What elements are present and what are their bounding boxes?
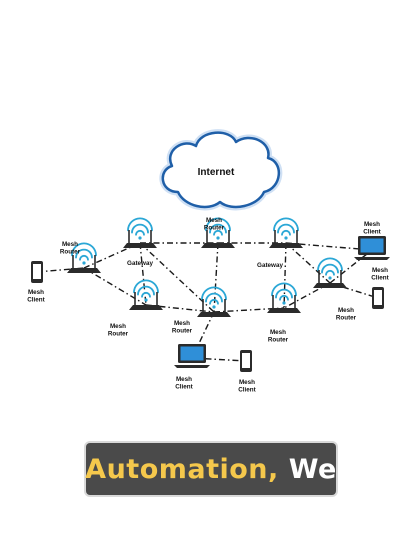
wifi-signal-icon <box>201 286 227 309</box>
wifi-signal-icon <box>273 217 299 240</box>
wifi-signal-icon <box>133 279 159 302</box>
wifi-signal-icon <box>127 217 153 240</box>
wifi-router-icon <box>313 270 347 288</box>
wifi-router-icon <box>267 295 301 313</box>
smartphone-icon <box>240 350 252 372</box>
laptop-icon <box>174 344 210 368</box>
internet-cloud: Internet <box>159 129 283 211</box>
mesh-link-r1-r4 <box>83 267 147 306</box>
mesh-link-r3-c2 <box>329 249 373 284</box>
wifi-signal-icon <box>271 282 297 305</box>
wifi-router-icon <box>129 292 163 310</box>
wifi-router-icon <box>67 255 101 273</box>
laptop-icon <box>354 236 390 260</box>
mesh-link-gw2-c2 <box>285 242 373 251</box>
mesh-link-r3-c3 <box>329 282 379 299</box>
mesh-link-gw2-r3 <box>285 242 331 284</box>
cloud-label: Internet <box>198 167 235 178</box>
mesh-link-c1-r1 <box>36 267 85 273</box>
node-label: Gateway <box>257 262 283 269</box>
smartphone-icon <box>31 261 43 283</box>
wifi-signal-icon <box>71 242 97 265</box>
wifi-signal-icon <box>205 217 231 240</box>
link-layer <box>36 242 379 362</box>
router-node-gw2: Gateway <box>257 217 303 269</box>
wifi-router-icon <box>201 230 235 248</box>
mesh-link-gw1-r5 <box>139 242 215 313</box>
banner-highlight-text: Automation, <box>85 453 279 485</box>
smartphone-icon <box>372 287 384 309</box>
mesh-link-gw2-r6 <box>283 242 287 309</box>
wifi-router-icon <box>197 299 231 317</box>
node-label: Gateway <box>127 260 153 267</box>
mesh-link-gw1-r4 <box>139 242 147 306</box>
wifi-signal-icon <box>317 257 343 280</box>
mesh-link-r1-gw1 <box>83 242 141 269</box>
wifi-router-icon <box>269 230 303 248</box>
mesh-link-r3-r6 <box>283 282 331 309</box>
banner-rest-text: We <box>278 453 337 485</box>
cloud-outline <box>161 131 280 209</box>
automation-banner: Automation, We <box>85 443 337 495</box>
wifi-router-icon <box>123 230 157 248</box>
router-node-gw1: Gateway <box>123 217 157 267</box>
